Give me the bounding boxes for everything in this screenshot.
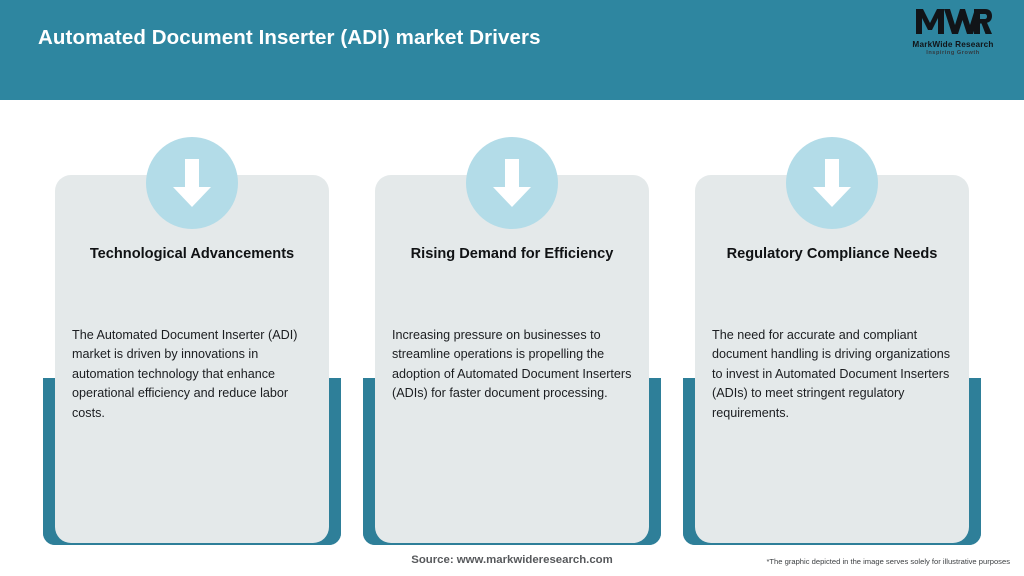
driver-cards-row: Technological Advancements The Automated… xyxy=(0,100,1024,545)
card-panel xyxy=(695,175,969,543)
page-title: Automated Document Inserter (ADI) market… xyxy=(38,26,541,49)
down-arrow-icon xyxy=(786,137,878,229)
card-panel xyxy=(55,175,329,543)
card-title: Regulatory Compliance Needs xyxy=(726,246,938,262)
brand-logo: MarkWide Research Inspiring Growth xyxy=(900,8,1006,56)
down-arrow-icon xyxy=(466,137,558,229)
card-body: Increasing pressure on businesses to str… xyxy=(392,328,632,401)
footer-source: Source: www.markwideresearch.com xyxy=(411,554,613,566)
card-body: The need for accurate and compliant docu… xyxy=(712,328,951,420)
card-title: Technological Advancements xyxy=(89,246,295,262)
card-panel xyxy=(375,175,649,543)
driver-card-2: Rising Demand for Efficiency Increasing … xyxy=(352,100,672,545)
brand-tagline: Inspiring Growth xyxy=(926,49,980,56)
header-bar: Automated Document Inserter (ADI) market… xyxy=(0,0,1024,100)
card-title: Rising Demand for Efficiency xyxy=(410,246,614,262)
card-body: The Automated Document Inserter (ADI) ma… xyxy=(72,328,298,420)
down-arrow-icon xyxy=(146,137,238,229)
driver-card-1: Technological Advancements The Automated… xyxy=(32,100,352,545)
driver-card-3: Regulatory Compliance Needs The need for… xyxy=(672,100,992,545)
mwr-monogram-icon xyxy=(914,8,992,40)
footer-disclaimer: *The graphic depicted in the image serve… xyxy=(766,557,1010,566)
brand-name: MarkWide Research xyxy=(912,40,994,49)
